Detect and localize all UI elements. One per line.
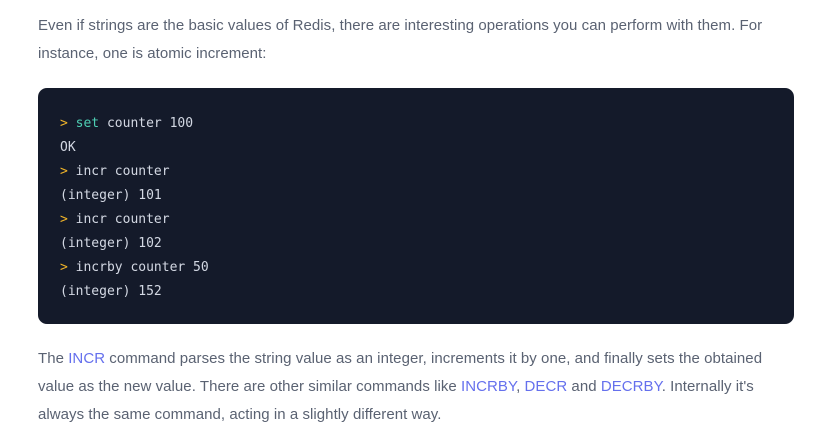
- outro-text-segment-2: command parses the string value as an in…: [38, 350, 763, 395]
- code-line: (integer) 102: [60, 232, 772, 256]
- code-line: (integer) 152: [60, 280, 772, 304]
- code-text: (integer) 152: [60, 284, 162, 299]
- code-text: (integer) 101: [60, 188, 162, 203]
- code-line: > set counter 100: [60, 112, 772, 136]
- code-prompt-symbol: >: [60, 116, 76, 131]
- code-text: (integer) 102: [60, 236, 162, 251]
- link-incrby[interactable]: INCRBY: [461, 378, 517, 395]
- link-decr[interactable]: DECR: [524, 378, 568, 395]
- outro-paragraph: The INCR command parses the string value…: [38, 345, 786, 429]
- outro-text-segment-5: . Internally it's always the same comman…: [38, 378, 754, 423]
- code-prompt-symbol: >: [60, 164, 76, 179]
- link-incr[interactable]: INCR: [68, 350, 106, 367]
- code-command-keyword: set: [75, 116, 100, 131]
- code-text: incr counter: [75, 164, 170, 179]
- code-line: OK: [60, 136, 772, 160]
- code-prompt-symbol: >: [60, 212, 76, 227]
- code-text: incr counter: [75, 212, 170, 227]
- code-text: counter 100: [99, 116, 194, 131]
- code-line: (integer) 101: [60, 184, 772, 208]
- code-line: > incr counter: [60, 208, 772, 232]
- intro-paragraph: Even if strings are the basic values of …: [38, 17, 763, 62]
- code-line: > incrby counter 50: [60, 256, 772, 280]
- code-text: incrby counter 50: [75, 260, 209, 275]
- outro-text-segment-1: The: [38, 350, 69, 367]
- link-decrby[interactable]: DECRBY: [600, 378, 662, 395]
- code-line: > incr counter: [60, 160, 772, 184]
- code-text: OK: [60, 140, 76, 155]
- outro-text-segment-4: and: [567, 378, 601, 395]
- outro-text-segment-3: ,: [516, 378, 525, 395]
- code-prompt-symbol: >: [60, 260, 76, 275]
